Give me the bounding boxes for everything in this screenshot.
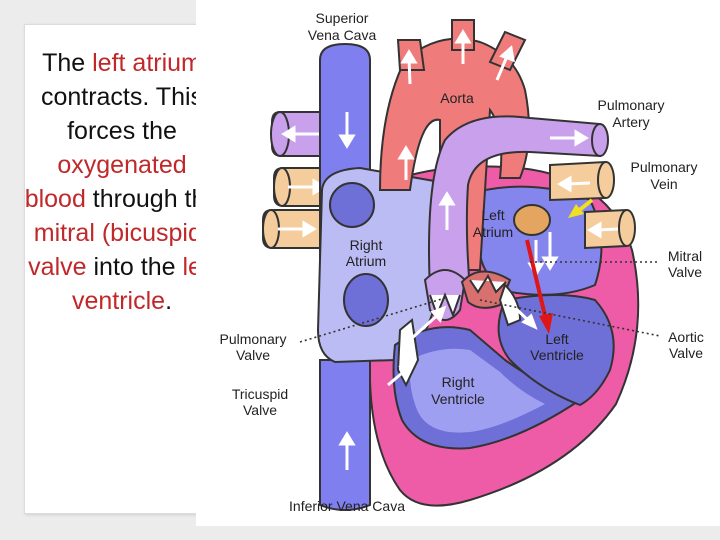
label-inferior-vena-cava: Inferior Vena Cava [289,498,405,514]
caption-part: . [165,287,173,315]
svc-opening [329,182,375,228]
label-right-atrium-2: Atrium [346,253,386,269]
label-pulmonary-valve-2: Valve [236,347,270,363]
right-ventricle-inner [409,348,545,433]
caption-mitral-valve: mitral (bicuspid) valve [28,219,211,281]
label-left-atrium-1: Left [481,207,504,223]
label-superior-vena-cava-1: Superior [316,10,369,26]
caption-part: into the [86,253,183,281]
aorta-arrows [397,29,515,180]
label-superior-vena-cava-2: Vena Cava [308,27,377,43]
label-aortic-valve-1: Aortic [668,329,704,345]
caption-part: The [42,49,93,77]
label-right-atrium-1: Right [350,237,383,253]
valves [396,269,522,388]
vena-cava-arrows [338,112,356,470]
caption-oxygenated-blood: oxygenated blood [24,151,187,213]
interior-arrows [387,232,559,387]
label-right-ventricle-2: Ventricle [431,391,485,407]
label-pulmonary-artery-1: Pulmonary [598,97,665,113]
label-pulmonary-valve-1: Pulmonary [220,331,287,347]
aortic-leader [479,299,661,337]
ivc-opening [343,273,389,327]
label-left-atrium-2: Atrium [473,224,513,240]
caption-left-atrium: left atrium [92,49,202,77]
yellow-pointer-arrow [568,198,594,218]
label-left-ventricle-2: Ventricle [530,347,584,363]
label-right-ventricle-1: Right [442,374,475,390]
heart-diagram: Superior Vena Cava Aorta Pulmonary Arter… [196,0,720,526]
label-left-ventricle-1: Left [545,331,568,347]
caption-part: contracts. This forces the [40,83,204,145]
caption-text: The left atrium contracts. This forces t… [24,46,220,318]
label-mitral-valve-1: Mitral [668,248,702,264]
label-tricuspid-valve-1: Tricuspid [232,386,288,402]
pulmonary-vein-opening [513,204,551,236]
label-mitral-valve-2: Valve [668,264,702,280]
label-tricuspid-valve-2: Valve [243,402,277,418]
pulmonary-artery-arrows [438,129,589,230]
pulmonary-valve-leader [299,297,446,343]
pulmonary-artery-end [591,123,609,157]
red-flow-arrow [525,239,553,334]
label-aortic-valve-2: Valve [669,345,703,361]
label-aorta: Aorta [440,90,474,106]
label-pulmonary-vein-1: Pulmonary [631,159,698,175]
pulmonary-vein-arrows [557,175,619,239]
label-pulmonary-vein-2: Vein [650,176,677,192]
label-pulmonary-artery-2: Artery [612,114,649,130]
